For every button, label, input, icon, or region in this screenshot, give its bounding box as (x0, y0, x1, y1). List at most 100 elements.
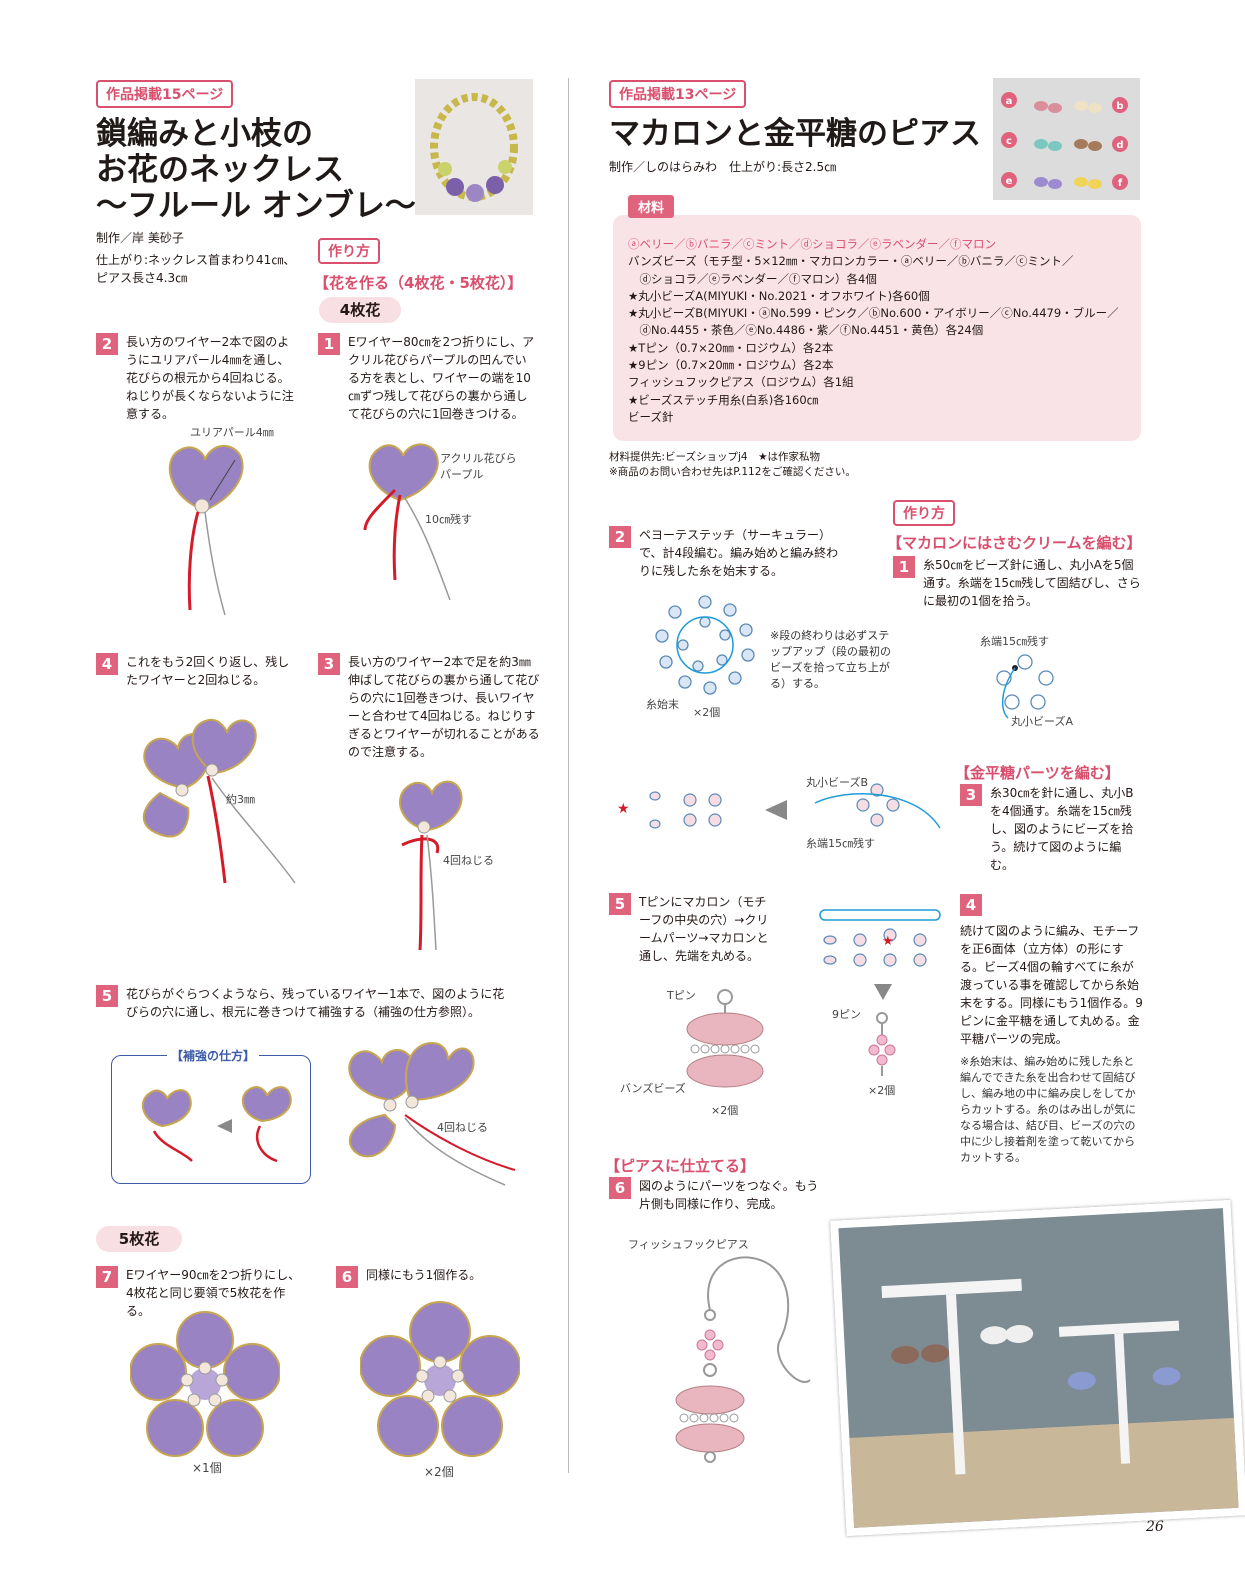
left-title-line2: お花のネックレス (96, 152, 344, 188)
materials-list: ⓐベリー／ⓑバニラ／ⓒミント／ⓓショコラ／ⓔラベンダー／ⓕマロン バンズビーズ（… (628, 236, 1133, 426)
label-9pin: 9ピン (832, 1008, 861, 1021)
reinforce-title: 【補強の仕方】 (167, 1047, 260, 1064)
left-title-line1: 鎖編みと小枝の (96, 116, 313, 152)
count-x1: ×1個 (192, 1461, 222, 1475)
section-cream: 【マカロンにはさむクリームを編む】 (887, 534, 1142, 552)
label-acrylic-petal: アクリル花びら パープル (440, 452, 517, 481)
photo-letter-f: f (1118, 178, 1123, 189)
section-piercing: 【ピアスに仕立てる】 (605, 1157, 756, 1175)
step-text: Tピンにマカロン（モチーフの中央の穴）→クリームパーツ→マカロンと通し、先端を丸… (639, 895, 769, 963)
earrings-illustration: a b c d e f (1001, 92, 1128, 190)
label-x2-konpeito: ×2個 (868, 1084, 896, 1097)
supplier-note: 材料提供先:ビーズショップj4 ★は作家私物 ※商品のお問い合わせ先はP.112… (609, 450, 856, 480)
reinforce-box: 【補強の仕方】 (111, 1047, 311, 1184)
left-step-2: 2 長い方のワイヤー2本で図のようにユリアパール4㎜を通し、花びらの根元から4回… (96, 333, 301, 423)
materials-line: ★丸小ビーズA(MIYUKI・No.2021・オフホワイト)各60個 (628, 288, 930, 303)
right-author-size: 制作／しのはらみわ 仕上がり:長さ2.5㎝ (609, 160, 837, 174)
left-author: 制作／岸 美砂子 (96, 231, 184, 245)
label-buns-beads: バンズビーズ (620, 1082, 686, 1095)
necklace-illustration (430, 93, 518, 202)
right-step-3: 3 糸30㎝を針に通し、丸小Bを4個通す。糸端を15㎝残し、図のようにビーズを拾… (960, 784, 1145, 874)
right-step-6: 6 図のようにパーツをつなぐ。もう片側も同様に作り、完成。 (609, 1177, 829, 1213)
left-step-3: 3 長い方のワイヤー2本で足を約3㎜伸ばして花びらの裏から通して花びらの穴に1回… (318, 653, 540, 761)
step-text: 糸50㎝をビーズ針に通し、丸小Aを5個通す。糸端を15㎝残して固結びし、さらに最… (923, 558, 1141, 608)
section-konpeito: 【金平糖パーツを編む】 (955, 764, 1120, 782)
materials-line: バンズビーズ（モチ型・5×12㎜・マカロンカラー・ⓐベリー／ⓑバニラ／ⓒミント／ (628, 254, 1074, 269)
materials-line: ★Tピン（0.7×20㎜・ロジウム）各2本 (628, 340, 834, 355)
left-title: 鎖編みと小枝の お花のネックレス ～フルール オンブレ～ (96, 116, 416, 224)
materials-line: ビーズ針 (628, 409, 674, 424)
materials-line: ★9ピン（0.7×20㎜・ロジウム）各2本 (628, 358, 834, 373)
materials-line: ★丸小ビーズB(MIYUKI・ⓐNo.599・ピンク／ⓑNo.600・アイボリー… (628, 306, 1119, 321)
step-number: 2 (609, 526, 631, 548)
step-text: Eワイヤー80㎝を2つ折りにし、アクリル花びらパープルの凹んでいる方を表とし、ワ… (348, 335, 535, 421)
step-text: 糸30㎝を針に通し、丸小Bを4個通す。糸端を15㎝残し、図のようにビーズを拾う。… (990, 786, 1134, 872)
step-number: 5 (609, 893, 631, 915)
svg-text:★: ★ (617, 801, 630, 817)
step-text: これをもう2回くり返し、残したワイヤーと2回ねじる。 (126, 655, 290, 687)
label-tpin: Tピン (667, 989, 696, 1002)
section-make-flower: 【花を作る（4枚花・5枚花）】 (314, 274, 523, 292)
materials-line: ⓐベリー／ⓑバニラ／ⓒミント／ⓓショコラ／ⓔラベンダー／ⓕマロン (628, 237, 996, 251)
necklace-photo (415, 79, 533, 215)
howto-badge-left: 作り方 (318, 238, 380, 264)
step4-note: ※糸始末は、編み始めに残した糸と編んでできた糸を出合わせて固結びし、編み地の中に… (960, 1055, 1136, 1164)
materials-tag: 材料 (628, 195, 675, 218)
finished-earrings-photo (830, 1199, 1245, 1537)
right-step-5: 5 Tピンにマカロン（モチーフの中央の穴）→クリームパーツ→マカロンと通し、先端… (609, 893, 774, 965)
step3-flower-illustration (398, 780, 463, 951)
materials-line: ★ビーズステッチ用糸(白系)各160㎝ (628, 392, 819, 407)
right-title: マカロンと金平糖のピアス (609, 116, 981, 152)
label-tail-15cm-b: 糸端15㎝残す (806, 837, 875, 850)
step4-flower-illustration (142, 718, 296, 884)
step-text: 長い方のワイヤー2本で足を約3㎜伸ばして花びらの裏から通して花びらの穴に1回巻き… (348, 655, 540, 759)
pill-4-petal: 4枚花 (319, 297, 401, 323)
label-about-3mm: 約3㎜ (226, 793, 255, 806)
step2-flower-illustration (168, 445, 244, 616)
left-size: 仕上がり:ネックレス首まわり41㎝、 ピアス長さ4.3㎝ (96, 251, 295, 287)
materials-line: ⓓショコラ／ⓔラベンダー／ⓕマロン）各4個 (628, 271, 877, 286)
label-x2-peyote: ×2個 (693, 706, 721, 719)
left-step-6: 6 同様にもう1個作る。 (336, 1266, 536, 1288)
step-number: 1 (318, 333, 340, 355)
label-10cm-remain: 10㎝残す (425, 513, 472, 526)
step-text: Eワイヤー90㎝を2つ折りにし、4枚花と同じ要領で5枚花を作る。 (126, 1268, 301, 1318)
right-step-2: 2 ペヨーテステッチ（サーキュラー）で、計4段編む。編み始めと編み終わりに残した… (609, 526, 849, 580)
label-bead-a: 丸小ビーズA (1011, 715, 1073, 728)
left-step-1: 1 Eワイヤー80㎝を2つ折りにし、アクリル花びらパープルの凹んでいる方を表とし… (318, 333, 538, 423)
step-text: 続けて図のように編み、モチーフを正6面体（立方体）の形にする。ビーズ4個の輪すべ… (960, 924, 1143, 1046)
five-petal-flower-2 (360, 1301, 520, 1457)
badge-text-right: 作品掲載13ページ (619, 87, 737, 103)
step-number: 4 (96, 653, 118, 675)
konpeito-part-illustration (868, 1012, 896, 1076)
svg-text:★: ★ (882, 934, 894, 949)
howto-badge-right: 作り方 (893, 500, 955, 526)
step-text: 花びらがぐらつくようなら、残っているワイヤー1本で、図のように花びらの穴に通し、… (126, 987, 505, 1019)
left-size-line1: 仕上がり:ネックレス首まわり41㎝、 (96, 253, 296, 267)
step-text: 同様にもう1個作る。 (366, 1268, 482, 1282)
inquiry-text: ※商品のお問い合わせ先はP.112をご確認ください。 (609, 466, 856, 478)
step-number: 3 (960, 784, 982, 806)
left-step-7: 7 Eワイヤー90㎝を2つ折りにし、4枚花と同じ要領で5枚花を作る。 (96, 1266, 301, 1320)
macaron-illustration (686, 989, 764, 1088)
peyote-circle-diagram (655, 595, 755, 695)
finished-earring-illustration (675, 1256, 811, 1463)
pill-5-petal: 5枚花 (96, 1226, 182, 1252)
step-number: 3 (318, 653, 340, 675)
count-x2: ×2個 (424, 1465, 454, 1479)
right-step-1: 1 糸50㎝をビーズ針に通し、丸小Aを5個通す。糸端を15㎝残して固結びし、さら… (893, 556, 1145, 610)
label-thread-end: 糸始末 (646, 698, 679, 711)
bead-ring-diagram (996, 654, 1054, 719)
step-number: 6 (336, 1266, 358, 1288)
right-step-4: 4 続けて図のように編み、モチーフを正6面体（立方体）の形にする。ビーズ4個の輪… (960, 894, 1145, 1166)
stepup-note: ※段の終わりは必ずステップアップ（段の最初のビーズを拾って立ち上がる）する。 (770, 629, 891, 690)
cube-weave-diagram: ★ (819, 909, 941, 967)
step-text: ペヨーテステッチ（サーキュラー）で、計4段編む。編み始めと編み終わりに残した糸を… (639, 528, 839, 578)
step-number: 2 (96, 333, 118, 355)
label-twist-4: 4回ねじる (443, 854, 494, 867)
photo-letter-d: d (1116, 140, 1123, 151)
page-reference-badge-left: 作品掲載15ページ (96, 80, 234, 108)
left-title-line3: ～フルール オンブレ～ (96, 188, 416, 224)
label-fishhook: フィッシュフックピアス (628, 1238, 749, 1251)
materials-line: フィッシュフックピアス（ロジウム）各1組 (628, 375, 854, 390)
